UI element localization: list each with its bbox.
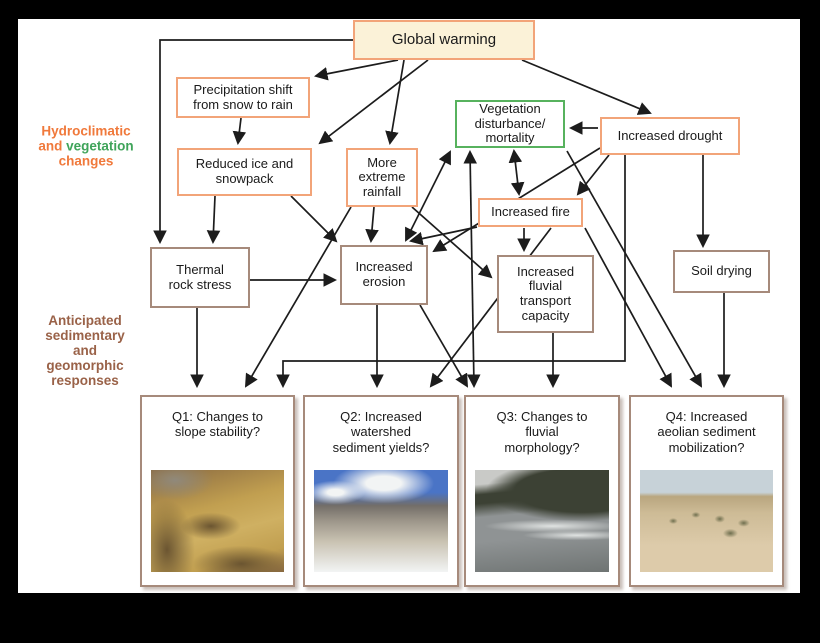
arrow-increased-fire-to-q4 xyxy=(584,227,672,388)
node-label: Precipitation shift xyxy=(193,81,293,97)
node-label: Soil drying xyxy=(691,263,752,279)
side-label-line: sedimentary xyxy=(45,328,125,344)
arrow-vegetation-disturbance-to-increased-erosion xyxy=(405,150,451,242)
node-label: rock stress xyxy=(168,276,232,292)
question-label: Q3: Changes to xyxy=(496,409,588,424)
question-label: morphology? xyxy=(504,439,580,455)
node-global-warming: Global warming xyxy=(353,20,535,60)
arrow-vegetation-disturbance-to-increased-fire xyxy=(508,148,525,197)
photo-q3 xyxy=(475,470,609,572)
photo-q1 xyxy=(151,470,284,572)
arrow-reduced-ice-to-thermal-rock-stress xyxy=(206,195,221,245)
node-label: Increased fire xyxy=(491,204,570,220)
side-label-line: responses xyxy=(51,373,119,389)
arrow-vegetation-disturbance-to-q3 xyxy=(463,149,481,389)
node-label: rainfall xyxy=(362,183,402,199)
node-label: Global warming xyxy=(391,30,497,48)
side-label-line: Anticipated xyxy=(48,313,122,329)
node-label: Vegetation xyxy=(479,101,541,117)
arrow-vegetation-disturbance-to-q4 xyxy=(566,150,703,388)
arrow-precipitation-shift-to-reduced-ice xyxy=(232,117,247,146)
arrow-increased-drought-to-increased-fire xyxy=(576,154,610,196)
node-increased-drought: Increased drought xyxy=(600,117,740,155)
side-label-line: geomorphic xyxy=(46,358,124,374)
side-label-line: Hydroclimatic xyxy=(41,123,131,139)
arrow-global-warming-to-extreme-rainfall xyxy=(385,59,405,146)
node-label: Increased drought xyxy=(617,127,723,143)
question-label: Q2: Increased xyxy=(340,409,422,424)
question-label: mobilization? xyxy=(668,439,745,455)
question-label: Q4: Increased xyxy=(665,409,748,424)
arrow-increased-fire-to-increased-erosion xyxy=(409,226,478,246)
node-label: transport xyxy=(519,293,572,308)
question-label: fluvial xyxy=(525,424,559,440)
arrow-global-warming-to-thermal-rock-stress xyxy=(153,39,353,245)
node-label: snowpack xyxy=(215,171,274,186)
node-label: from snow to rain xyxy=(193,96,293,112)
arrow-global-warming-to-precipitation-shift xyxy=(313,59,399,81)
photo-q2 xyxy=(314,470,448,572)
node-label: mortality xyxy=(485,130,535,146)
arrow-reduced-ice-to-increased-erosion xyxy=(290,195,338,243)
arrow-extreme-rainfall-to-increased-erosion xyxy=(365,206,379,244)
node-label: Reduced ice and xyxy=(195,156,294,172)
question-label: slope stability? xyxy=(174,424,261,440)
arrow-increased-drought-to-q1 xyxy=(276,155,626,389)
node-label: Increased xyxy=(355,259,413,275)
question-label: watershed xyxy=(351,424,411,440)
node-label: More xyxy=(367,154,397,170)
side-label-line: changes xyxy=(58,153,114,169)
side-label-line: and xyxy=(72,343,98,359)
node-label: capacity xyxy=(521,307,570,323)
node-label: disturbance/ xyxy=(474,115,546,131)
question-label: Q1: Changes to xyxy=(171,409,264,424)
node-label: extreme xyxy=(358,169,406,185)
arrow-increased-erosion-to-q3 xyxy=(419,304,469,388)
question-label: sediment yields? xyxy=(332,439,430,455)
node-soil-drying: Soil drying xyxy=(673,250,770,293)
question-label: aeolian sediment xyxy=(657,424,756,440)
arrow-extreme-rainfall-to-q1 xyxy=(244,206,352,388)
arrow-global-warming-to-reduced-ice xyxy=(318,59,429,145)
photo-q4 xyxy=(640,470,773,572)
node-label: erosion xyxy=(362,274,406,289)
node-increased-fire: Increased fire xyxy=(478,198,583,227)
arrow-global-warming-to-increased-drought xyxy=(521,59,652,115)
node-label: Increased xyxy=(516,263,575,279)
node-label: fluvial xyxy=(528,278,563,294)
side-label-line: and vegetation xyxy=(38,138,134,154)
node-label: Thermal xyxy=(176,261,224,277)
